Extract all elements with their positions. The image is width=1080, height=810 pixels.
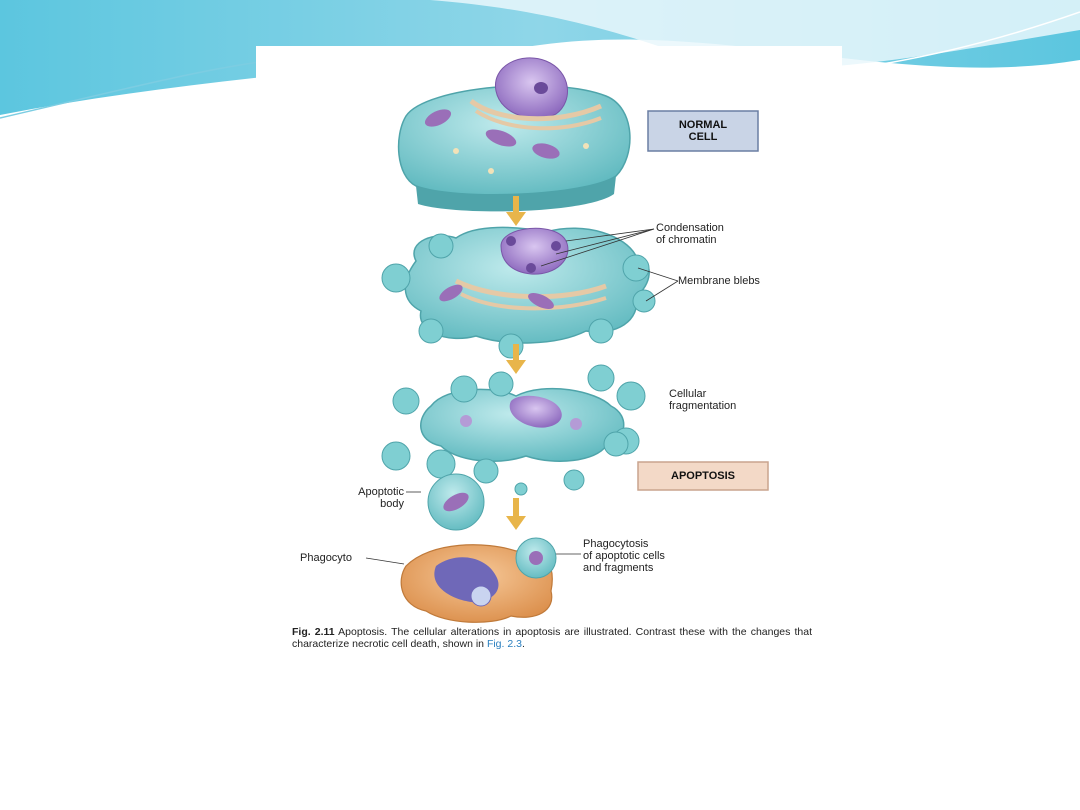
apoptosis-figure: NORMAL CELL Condensation of chromatin Me… (256, 46, 842, 686)
caption-text: Apoptosis. The cellular alterations in a… (292, 626, 813, 650)
phagocyte-label: Phagocyto (300, 552, 352, 564)
arrow-2 (506, 344, 526, 374)
header-line-right (841, 11, 1080, 71)
normal-cell-box (647, 110, 759, 152)
caption-end: . (521, 638, 525, 650)
membrane-blebs-label: Membrane blebs (678, 275, 760, 287)
figure-number: Fig. 2.11 (292, 626, 335, 638)
fragmenting-cell (381, 364, 646, 531)
normal-cell-line-2: CELL (688, 131, 718, 143)
header-wave-light (430, 0, 1080, 69)
condensation-line-1: Condensation (656, 222, 724, 234)
figure-caption: Fig. 2.11 Apoptosis. The cellular altera… (292, 626, 812, 650)
phagocytosis-label: Phagocytosis of apoptotic cells and frag… (583, 538, 665, 574)
apoptotic-body-line-2: body (380, 498, 404, 510)
phagocytosis-line-1: Phagocytosis (583, 538, 649, 550)
cellular-fragmentation-label: Cellular fragmentation (669, 388, 736, 412)
header-line-left (0, 61, 261, 119)
apoptosis-box (637, 461, 769, 491)
arrow-3 (506, 498, 526, 530)
normal-cell-line-1: NORMAL (678, 119, 728, 131)
figure-reference-link[interactable]: Fig. 2.3 (486, 638, 522, 650)
fragmentation-line-2: fragmentation (669, 400, 737, 412)
normal-cell (397, 57, 631, 212)
blebbing-cell (381, 226, 656, 359)
fragmentation-line-1: Cellular (669, 388, 707, 400)
phagocytosis-line-2: of apoptotic cells (583, 550, 665, 562)
leader-lines (365, 228, 679, 565)
apoptotic-body-line-1: Apoptotic (358, 486, 404, 498)
phagocytosis-line-3: and fragments (583, 562, 654, 574)
apoptosis-label: APOPTOSIS (671, 470, 735, 482)
condensation-label: Condensation of chromatin (656, 222, 724, 246)
apoptotic-body-label: Apoptotic body (312, 486, 404, 510)
apoptosis-illustration (365, 57, 769, 623)
condensation-line-2: of chromatin (656, 234, 717, 246)
phagocyte (400, 537, 557, 623)
normal-cell-label: NORMAL CELL (648, 111, 758, 151)
arrow-1 (506, 196, 526, 226)
